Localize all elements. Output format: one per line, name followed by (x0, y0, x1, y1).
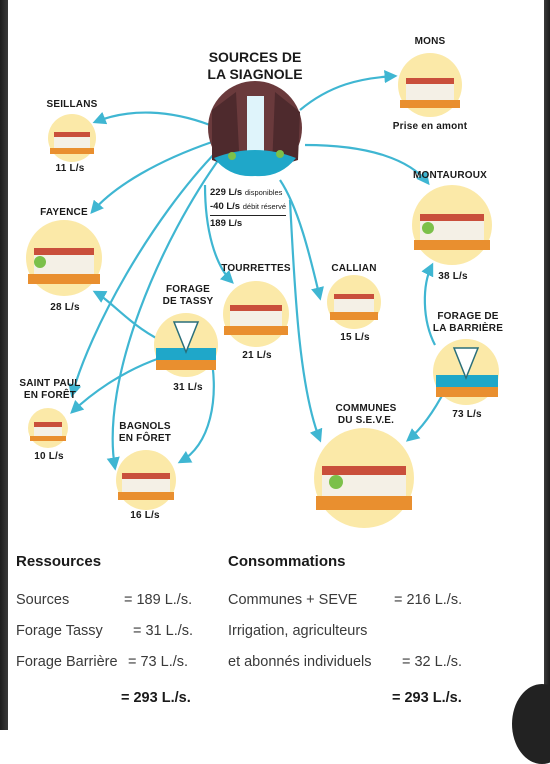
consumption-value-abonnes: = 32 L./s. (402, 654, 463, 670)
badge-forage-barriere (433, 339, 499, 405)
badge-fayence (26, 220, 102, 296)
resource-value-sources: = 189 L./s. (124, 592, 193, 608)
flow-forage-barriere: 73 L/s (452, 409, 482, 420)
resource-label-sources: Sources (16, 592, 70, 608)
arrow-to-callian (279, 179, 324, 301)
flow-tourrettes: 21 L/s (242, 350, 272, 361)
consumption-heading: Consommations (228, 553, 346, 570)
label-forage-tassy: FORAGE DE TASSY (162, 284, 214, 307)
label-seillans: SEILLANS (46, 99, 98, 110)
town-badges (26, 53, 499, 528)
arrow-to-bagnols-from-source (106, 154, 223, 471)
consumption-label-irrigation: Irrigation, agriculteurs (228, 623, 368, 639)
resource-value-tassy: = 31 L./s. (133, 623, 194, 639)
frame-right-edge (544, 0, 550, 730)
label-forage-barriere: FORAGE DE LA BARRIÈRE (432, 311, 504, 334)
arrow-to-seve (288, 199, 323, 443)
source-waterfall-illustration (208, 81, 302, 177)
label-bagnols: BAGNOLS EN FÔRET (118, 421, 172, 444)
label-tourrettes: TOURRETTES (221, 263, 291, 274)
source-available: 229 L/s disponibles (210, 187, 283, 198)
flow-bagnols: 16 L/s (130, 510, 160, 521)
network-diagram (26, 53, 499, 528)
arrow-tassy-to-saint-paul (70, 356, 161, 414)
resource-value-barriere: = 73 L./s. (128, 654, 189, 670)
badge-seve (314, 428, 414, 528)
flow-callian: 15 L/s (340, 332, 370, 343)
badge-saint-paul (28, 408, 68, 448)
source-net: 189 L/s (210, 218, 243, 229)
label-saint-paul: SAINT PAUL EN FORÊT (19, 378, 81, 401)
badge-bagnols (116, 450, 176, 510)
resource-label-barriere: Forage Barrière (16, 654, 118, 670)
label-fayence: FAYENCE (40, 207, 88, 218)
arrow-tassy-to-fayence (92, 290, 161, 341)
label-montauroux: MONTAUROUX (412, 170, 488, 181)
arrow-to-montauroux (304, 143, 430, 186)
consumption-label-abonnes: et abonnés individuels (228, 654, 372, 670)
resource-label-tassy: Forage Tassy (16, 623, 103, 639)
badge-callian (327, 275, 381, 329)
arrow-barriere-to-montauroux (421, 262, 436, 346)
flow-forage-tassy: 31 L/s (173, 382, 203, 393)
consumption-label-communes: Communes + SEVE (228, 592, 358, 608)
frame-left-edge (0, 0, 8, 730)
arrow-to-saint-paul (68, 149, 219, 398)
flow-seillans: 11 L/s (55, 163, 85, 174)
arrow-to-mons (299, 70, 398, 111)
badge-mons (398, 53, 462, 117)
arrow-to-seillans (92, 111, 211, 127)
flow-montauroux: 38 L/s (438, 271, 468, 282)
consumption-total: = 293 L./s. (392, 690, 462, 706)
arrow-to-fayence (90, 140, 213, 215)
source-title: SOURCES DE LA SIAGNOLE (207, 49, 303, 82)
consumption-value-communes: = 216 L./s. (394, 592, 463, 608)
badge-montauroux (412, 185, 492, 265)
badge-tourrettes (223, 281, 289, 347)
flow-saint-paul: 10 L/s (34, 451, 64, 462)
arrow-barriere-to-seve (405, 389, 446, 442)
label-seve: COMMUNES DU S.E.V.E. (335, 403, 397, 426)
badge-forage-tassy (154, 313, 218, 377)
resource-total: = 293 L./s. (121, 690, 191, 706)
note-mons: Prise en amont (392, 121, 468, 132)
label-callian: CALLIAN (331, 263, 377, 274)
resources-heading: Ressources (16, 553, 102, 570)
arrow-to-tourrettes (203, 184, 234, 284)
source-reserved: -40 L/s débit réservé (210, 200, 287, 216)
badge-seillans (48, 114, 96, 162)
flow-fayence: 28 L/s (50, 302, 80, 313)
label-mons: MONS (414, 36, 446, 47)
